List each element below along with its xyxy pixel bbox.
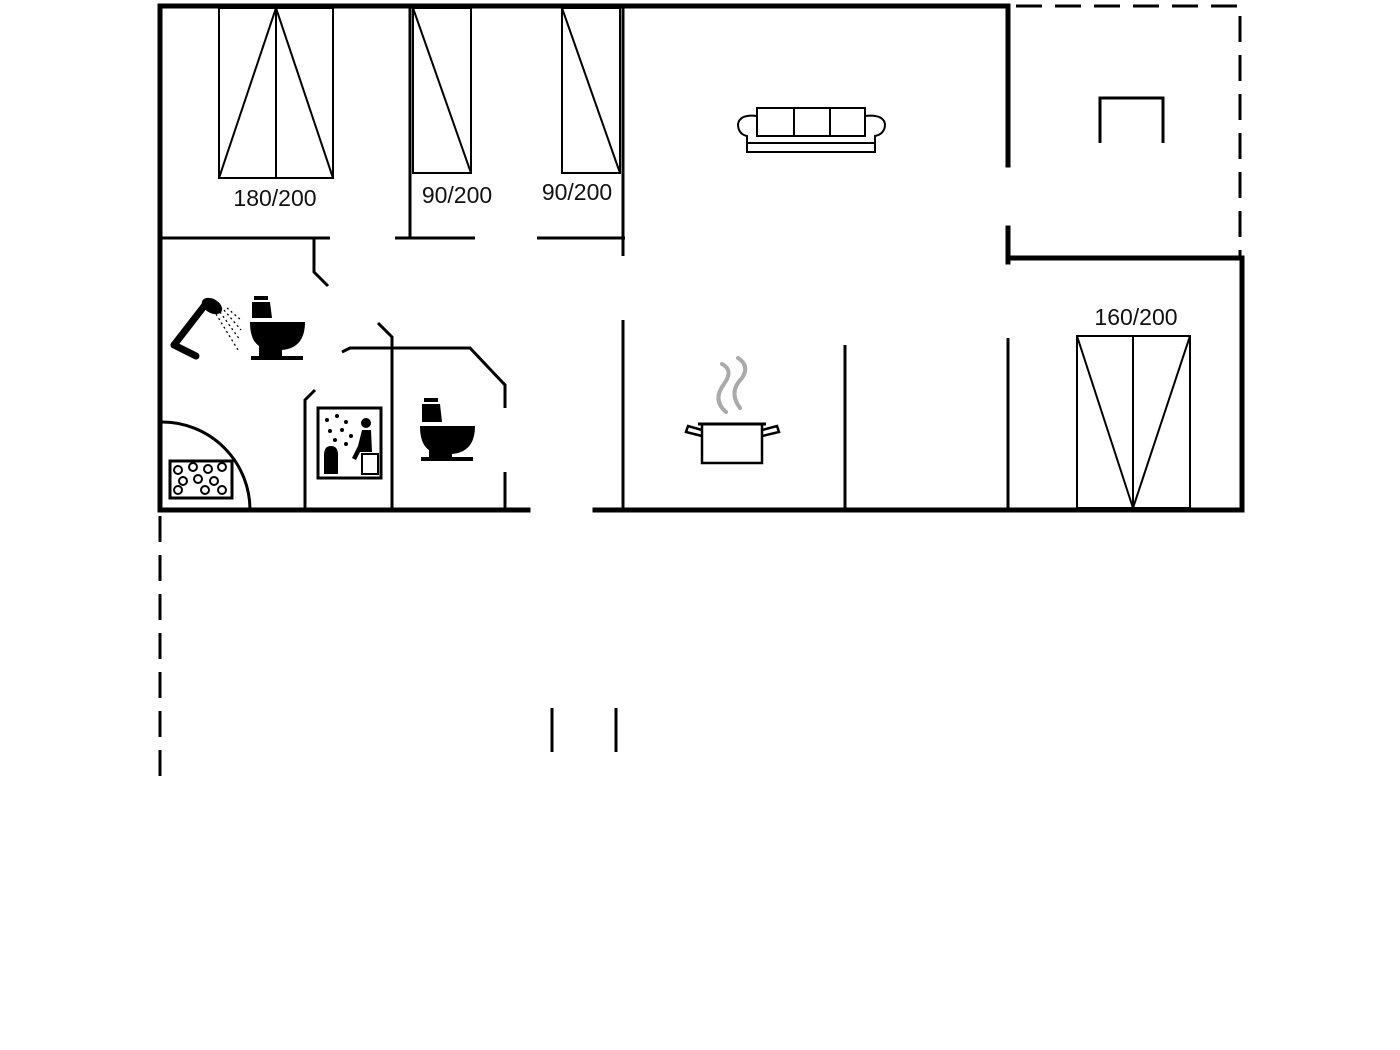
bed-label-1: 180/200 xyxy=(233,185,316,211)
bed-160-200 xyxy=(1076,335,1191,509)
whirlpool-icon xyxy=(168,459,234,500)
interior-walls xyxy=(160,8,1010,511)
exterior-walls xyxy=(157,3,1245,513)
bed-90-200-b xyxy=(561,7,621,174)
sauna-icon xyxy=(316,406,383,480)
terrace-fixture xyxy=(550,708,618,752)
cooking-pot-icon xyxy=(684,356,781,465)
toilet-icon xyxy=(250,296,305,360)
toilet-icon xyxy=(420,398,475,461)
bed-90-200-a xyxy=(412,7,472,174)
terrace-outline xyxy=(158,4,1242,778)
sofa-icon xyxy=(736,107,887,153)
bed-label-3: 90/200 xyxy=(542,179,612,205)
bed-label-4: 160/200 xyxy=(1094,304,1177,330)
bed-180-200 xyxy=(218,7,334,179)
shower-icon xyxy=(170,297,242,360)
bed-label-2: 90/200 xyxy=(422,182,492,208)
outdoor-shower-icon xyxy=(1098,96,1165,143)
